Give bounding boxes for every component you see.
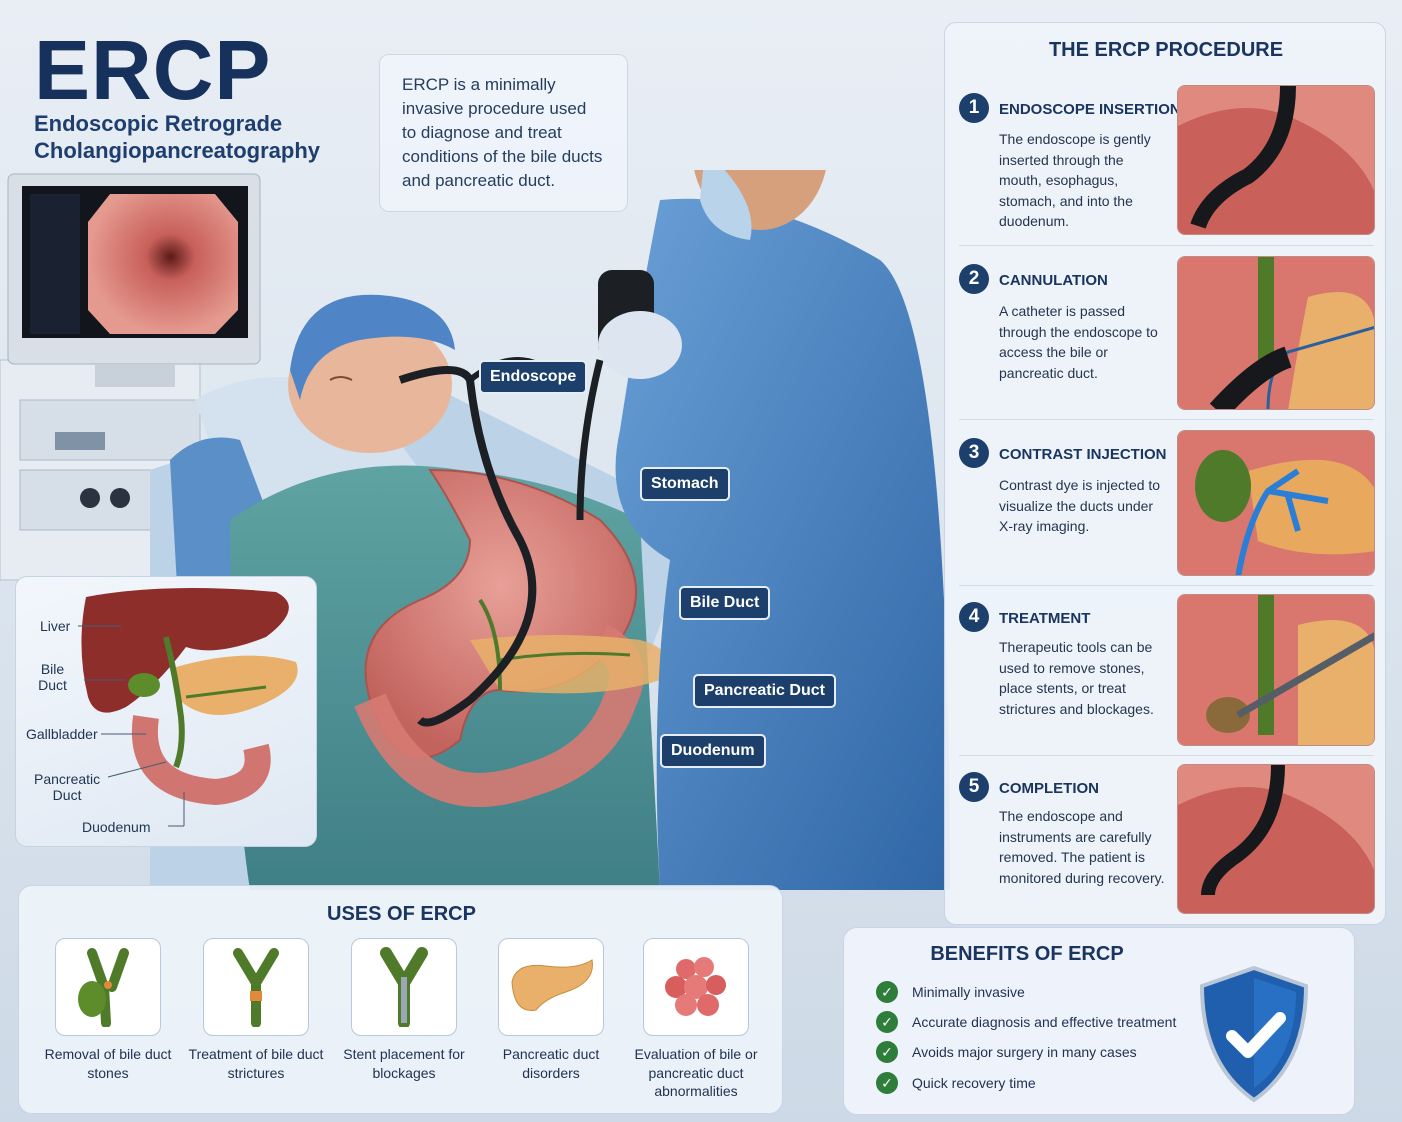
callout-pancreatic-duct: Pancreatic Duct <box>693 674 836 708</box>
check-icon: ✓ <box>876 1011 898 1033</box>
procedure-step-3: 3 CONTRAST INJECTION Contrast dye is inj… <box>959 419 1375 585</box>
endoscopy-monitor <box>7 173 261 387</box>
inset-label-pancreatic-duct: Pancreatic Duct <box>34 771 101 803</box>
benefits-panel: BENEFITS OF ERCP ✓ Minimally invasive ✓ … <box>843 927 1355 1115</box>
check-icon: ✓ <box>876 1041 898 1063</box>
page-subtitle: Endoscopic Retrograde Cholangiopancreato… <box>34 111 321 163</box>
stent-icon <box>351 938 457 1036</box>
step-number-badge: 2 <box>959 264 989 294</box>
tissue-cluster-icon <box>643 938 749 1036</box>
step-number-badge: 4 <box>959 602 989 632</box>
step-number-badge: 3 <box>959 438 989 468</box>
use-item: Pancreatic duct disorders <box>476 938 626 1082</box>
procedure-step-5: 5 COMPLETION The endoscope and instrumen… <box>959 755 1375 923</box>
stomach-illustration <box>354 468 667 807</box>
step-image-completion <box>1177 764 1375 914</box>
use-label: Treatment of bile duct strictures <box>188 1046 324 1081</box>
benefit-text: Minimally invasive <box>912 984 1025 1000</box>
step-description: Contrast dye is injected to visualize th… <box>999 477 1161 534</box>
benefit-text: Accurate diagnosis and effective treatme… <box>912 1014 1177 1030</box>
use-item: Stent placement for blockages <box>329 938 479 1082</box>
bile-duct-stricture-icon <box>203 938 309 1036</box>
step-number-badge: 5 <box>959 772 989 802</box>
procedure-step-4: 4 TREATMENT Therapeutic tools can be use… <box>959 585 1375 755</box>
anatomy-illustration <box>78 588 298 827</box>
callout-duodenum: Duodenum <box>660 734 766 768</box>
doctor-figure <box>598 170 950 890</box>
step-title: TREATMENT <box>999 610 1091 627</box>
inset-label-duodenum: Duodenum <box>82 819 151 835</box>
step-image-insertion <box>1177 85 1375 235</box>
callout-stomach: Stomach <box>640 467 730 501</box>
procedure-scene <box>0 170 950 890</box>
step-description: Therapeutic tools can be used to remove … <box>999 639 1154 717</box>
step-title: COMPLETION <box>999 780 1099 797</box>
check-icon: ✓ <box>876 1072 898 1094</box>
callout-endoscope: Endoscope <box>479 360 588 394</box>
use-label: Stent placement for blockages <box>343 1046 465 1081</box>
use-item: Removal of bile duct stones <box>33 938 183 1082</box>
step-image-cannulation <box>1177 256 1375 410</box>
procedure-title: THE ERCP PROCEDURE <box>1048 39 1284 61</box>
step-title: CANNULATION <box>999 272 1108 289</box>
check-icon: ✓ <box>876 981 898 1003</box>
step-title: ENDOSCOPE INSERTION <box>999 101 1181 118</box>
shield-check-icon <box>1199 965 1309 1103</box>
benefit-text: Quick recovery time <box>912 1075 1036 1091</box>
pancreas-icon <box>498 938 604 1036</box>
procedure-step-2: 2 CANNULATION A catheter is passed throu… <box>959 245 1375 419</box>
step-description: The endoscope is gently inserted through… <box>999 131 1151 229</box>
inset-label-bile-duct: Bile Duct <box>38 661 67 693</box>
bile-duct-stones-icon <box>55 938 161 1036</box>
use-item: Treatment of bile duct strictures <box>181 938 331 1082</box>
page-title: ERCP <box>34 23 272 117</box>
use-label: Pancreatic duct disorders <box>502 1046 600 1081</box>
anatomy-inset: Liver Bile Duct Gallbladder Pancreatic D… <box>15 576 317 847</box>
step-image-treatment <box>1177 594 1375 746</box>
use-label: Evaluation of bile or pancreatic duct ab… <box>634 1046 758 1099</box>
step-image-contrast <box>1177 430 1375 576</box>
step-description: A catheter is passed through the endosco… <box>999 303 1158 381</box>
callout-bile-duct: Bile Duct <box>679 586 771 620</box>
procedure-step-1: 1 ENDOSCOPE INSERTION The endoscope is g… <box>959 75 1375 245</box>
step-number-badge: 1 <box>959 93 989 123</box>
inset-label-liver: Liver <box>40 618 71 634</box>
procedure-panel: THE ERCP PROCEDURE 1 ENDOSCOPE INSERTION… <box>944 22 1386 925</box>
uses-panel: USES OF ERCP Removal of bile duct stones… <box>18 885 783 1114</box>
use-item: Evaluation of bile or pancreatic duct ab… <box>621 938 771 1101</box>
benefit-text: Avoids major surgery in many cases <box>912 1044 1137 1060</box>
intro-box: ERCP is a minimally invasive procedure u… <box>379 54 628 212</box>
inset-label-gallbladder: Gallbladder <box>26 726 98 742</box>
uses-title: USES OF ERCP <box>327 903 476 925</box>
step-title: CONTRAST INJECTION <box>999 446 1167 463</box>
use-label: Removal of bile duct stones <box>44 1046 172 1081</box>
benefits-title: BENEFITS OF ERCP <box>930 943 1124 965</box>
step-description: The endoscope and instruments are carefu… <box>999 808 1165 886</box>
